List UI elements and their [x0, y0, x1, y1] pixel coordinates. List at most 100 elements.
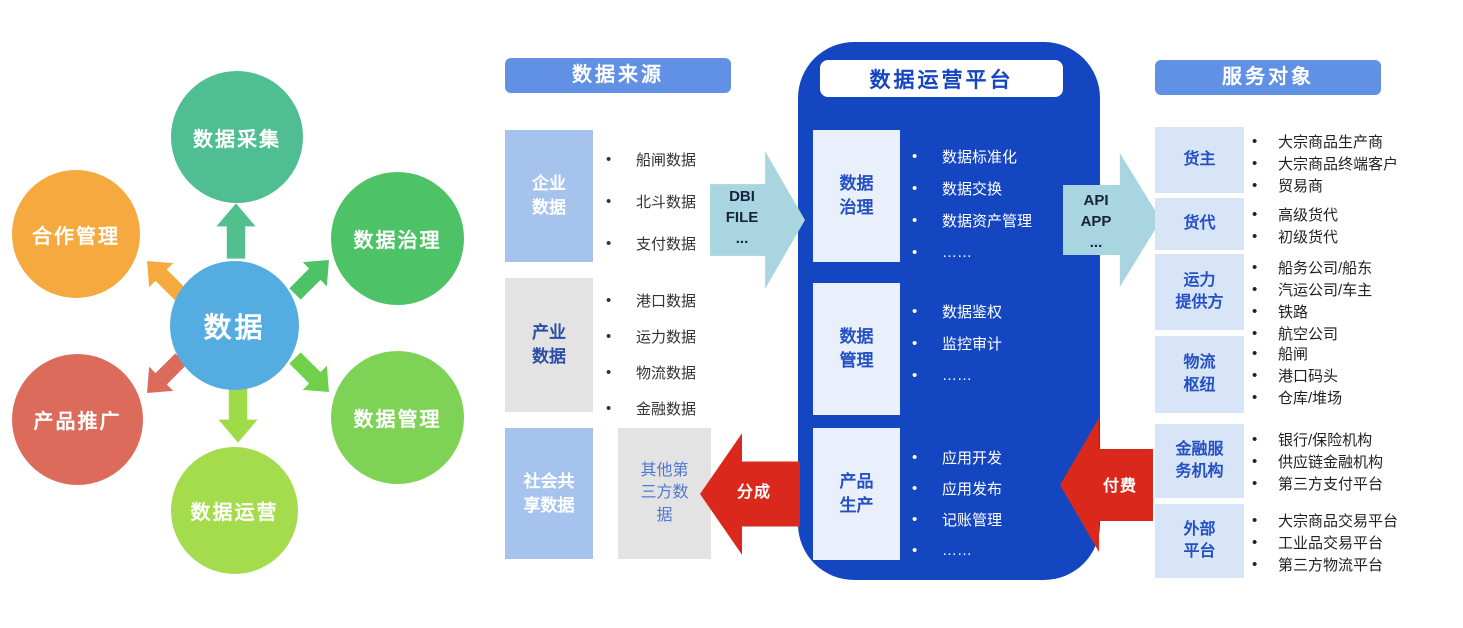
- platform-module-label: 产品 生产: [839, 472, 874, 515]
- freight-forwarder-list: •高级货代•初级货代: [1248, 203, 1338, 247]
- cycle-center-data: 数据: [170, 261, 299, 390]
- bullet-item: • 仓库/堆场: [1248, 386, 1342, 408]
- platform-module-data-management: 数据 管理: [813, 283, 900, 415]
- platform-governance-list: •数据标准化•数据交换•数据资产管理•……: [906, 140, 1032, 268]
- bullet-dot: •: [912, 511, 918, 528]
- cycle-node-label: 数据采集: [193, 128, 281, 151]
- cycle-node-label: 产品推广: [33, 411, 122, 433]
- cycle-node-label: 数据管理: [353, 409, 442, 431]
- bullet-dot: •: [1252, 154, 1258, 172]
- bullet-item: •航空公司: [1248, 322, 1372, 344]
- bullet-text: 第三方支付平台: [1278, 475, 1384, 493]
- bullet-text: 贸易商: [1278, 177, 1324, 195]
- bullet-item: •记账管理: [906, 504, 1002, 535]
- industry-data-list: •港口数据•运力数据•物流数据•金融数据: [600, 282, 696, 426]
- bullet-text: 应用开发: [942, 450, 1003, 467]
- bullet-item: •供应链金融机构: [1248, 450, 1383, 472]
- bullet-dot: •: [1252, 388, 1258, 406]
- bullet-text: 数据交换: [942, 180, 1003, 198]
- bullet-text: 初级货代: [1278, 228, 1339, 246]
- sources-box-industry-data: 产业 数据: [505, 278, 593, 412]
- target-box-capacity-provider: 运力 提供方: [1155, 254, 1244, 330]
- sources-box-enterprise-data: 企业 数据: [505, 130, 593, 262]
- bullet-text: 数据鉴权: [942, 303, 1003, 321]
- bullet-text: 银行/保险机构: [1278, 431, 1373, 449]
- target-box-label: 金融服 务机构: [1175, 440, 1224, 480]
- bullet-text: 运力数据: [636, 328, 697, 346]
- arrow-up-icon: [216, 203, 256, 259]
- cycle-node-data-collection: 数据采集: [171, 71, 303, 203]
- bullet-item: •初级货代: [1248, 225, 1338, 247]
- bullet-item: •北斗数据: [600, 180, 696, 222]
- revenue-share-arrow-icon: [700, 433, 800, 555]
- platform-module-label: 数据 治理: [839, 174, 874, 217]
- bullet-text: 仓库/堆场: [1278, 389, 1343, 407]
- bullet-text: ……: [942, 366, 972, 384]
- target-box-logistics-hub: 物流 枢纽: [1155, 336, 1244, 413]
- bullet-dot: •: [606, 363, 612, 381]
- enterprise-data-list: • 船闸数据 •北斗数据•支付数据: [600, 138, 696, 264]
- targets-header: 服务对象: [1155, 60, 1381, 95]
- platform-production-list: • 应用开发 • 应用发布 •记账管理•……: [906, 442, 1002, 566]
- bullet-dot: •: [912, 366, 918, 384]
- api-app-arrow-label: API APP ...: [1080, 192, 1112, 251]
- bullet-dot: •: [912, 211, 918, 229]
- bullet-text: 应用发布: [942, 481, 1003, 498]
- bullet-text: 数据资产管理: [942, 212, 1033, 230]
- sources-box-third-party-data: 其他第 三方数 据: [618, 428, 711, 559]
- bullet-item: •物流数据: [600, 354, 696, 390]
- bullet-dot: •: [1252, 132, 1258, 150]
- bullet-dot: •: [912, 449, 918, 466]
- bullet-text: 供应链金融机构: [1278, 453, 1384, 471]
- arrow-down-icon: [218, 387, 258, 443]
- bullet-text: 铁路: [1278, 303, 1309, 321]
- bullet-text: 数据标准化: [942, 148, 1018, 166]
- bullet-text: 港口码头: [1278, 367, 1339, 385]
- bullet-text: 支付数据: [636, 235, 697, 253]
- platform-header: 数据运营平台: [820, 60, 1063, 97]
- bullet-text: 金融数据: [636, 400, 697, 418]
- platform-module-label: 数据 管理: [839, 327, 874, 370]
- capacity-provider-list: •船务公司/船东•汽运公司/车主•铁路•航空公司: [1248, 256, 1372, 344]
- bullet-item: •第三方物流平台: [1248, 553, 1398, 575]
- target-box-label: 物流 枢纽: [1183, 354, 1216, 394]
- cycle-node-data-operations: 数据运营: [171, 447, 298, 574]
- platform-header-label: 数据运营平台: [869, 68, 1014, 92]
- platform-management-list: •数据鉴权•监控审计•……: [906, 295, 1002, 391]
- bullet-item: •……: [906, 535, 1002, 566]
- bullet-item: •银行/保险机构: [1248, 428, 1383, 450]
- bullet-text: 船闸数据: [636, 151, 697, 169]
- bullet-item: •船务公司/船东: [1248, 256, 1372, 278]
- arrow-down-left-icon: [147, 353, 187, 393]
- cycle-node-product-promotion: 产品推广: [12, 354, 143, 485]
- sources-header: 数据来源: [505, 58, 731, 93]
- payment-arrow-icon: [1060, 417, 1153, 553]
- sources-box-label: 社会共 享数据: [523, 471, 575, 515]
- bullet-item: •支付数据: [600, 222, 696, 264]
- bullet-dot: •: [606, 192, 612, 210]
- bullet-dot: •: [1252, 176, 1258, 194]
- bullet-item: •高级货代: [1248, 203, 1338, 225]
- bullet-item: • 数据资产管理: [906, 204, 1032, 236]
- bullet-item: •工业品交易平台: [1248, 531, 1398, 553]
- bullet-text: ……: [942, 243, 972, 261]
- bullet-text: 船务公司/船东: [1278, 259, 1373, 277]
- bullet-text: 船闸: [1278, 345, 1309, 363]
- bullet-dot: •: [1252, 555, 1258, 573]
- bullet-item: •大宗商品交易平台: [1248, 509, 1398, 531]
- bullet-dot: •: [912, 542, 918, 559]
- bullet-dot: •: [606, 291, 612, 309]
- bullet-item: •运力数据: [600, 318, 696, 354]
- bullet-dot: •: [606, 399, 612, 417]
- bullet-item: •数据鉴权: [906, 295, 1002, 327]
- bullet-dot: •: [1252, 324, 1258, 342]
- platform-module-data-governance: 数据 治理: [813, 130, 900, 262]
- bullet-dot: •: [912, 243, 918, 261]
- bullet-dot: •: [1252, 533, 1258, 551]
- financial-institutions-list: •银行/保险机构•供应链金融机构•第三方支付平台: [1248, 428, 1383, 494]
- bullet-dot: •: [1252, 344, 1258, 362]
- bullet-item: •第三方支付平台: [1248, 472, 1383, 494]
- sources-box-social-shared-data: 社会共 享数据: [505, 428, 593, 559]
- bullet-dot: •: [1252, 205, 1258, 223]
- bullet-text: 港口数据: [636, 292, 697, 310]
